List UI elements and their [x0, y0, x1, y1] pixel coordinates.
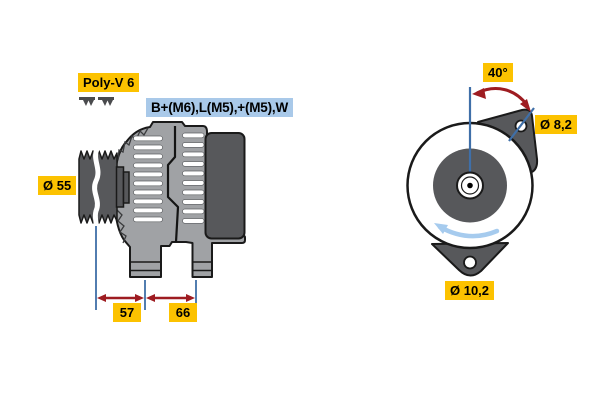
pulley — [78, 150, 118, 224]
shaft-collar — [115, 166, 130, 208]
vent-slots-rear — [182, 132, 205, 224]
rotation-direction-arrow — [434, 223, 500, 239]
angle-reference-line-40 — [508, 107, 535, 142]
cooling-fins-lower — [116, 209, 127, 244]
pulley-break-line — [92, 146, 101, 230]
terminals-label: B+(M6),L(M5),+(M5),W — [146, 98, 293, 117]
dimension-66-label: 66 — [169, 303, 197, 322]
side-view — [78, 121, 246, 310]
belt-profile-icon — [79, 97, 95, 106]
vent-slots-front — [133, 135, 163, 223]
dimension-57-label: 57 — [113, 303, 141, 322]
bottom-hole-diameter-label: Ø 10,2 — [445, 281, 495, 300]
belt-profile-icons — [79, 97, 114, 106]
top-hole-diameter-label: Ø 8,2 — [535, 115, 577, 134]
pulley-diameter-label: Ø 55 — [38, 176, 77, 195]
belt-profile-icon — [98, 97, 114, 106]
belt-type-label: Poly-V 6 — [78, 73, 140, 92]
dimension-arrow-66 — [146, 294, 195, 302]
foot-band-lines — [130, 261, 212, 272]
dimension-arrow-57 — [97, 294, 144, 302]
front-view — [406, 87, 539, 277]
shaft-center — [456, 171, 484, 200]
angle-arc-arrow — [472, 87, 531, 112]
cooling-fins-upper — [117, 127, 149, 161]
mount-angle-label: 40° — [483, 63, 513, 82]
lug-hole-bottom — [463, 255, 477, 270]
rear-cover — [204, 132, 246, 240]
housing-parting-line — [166, 126, 180, 243]
